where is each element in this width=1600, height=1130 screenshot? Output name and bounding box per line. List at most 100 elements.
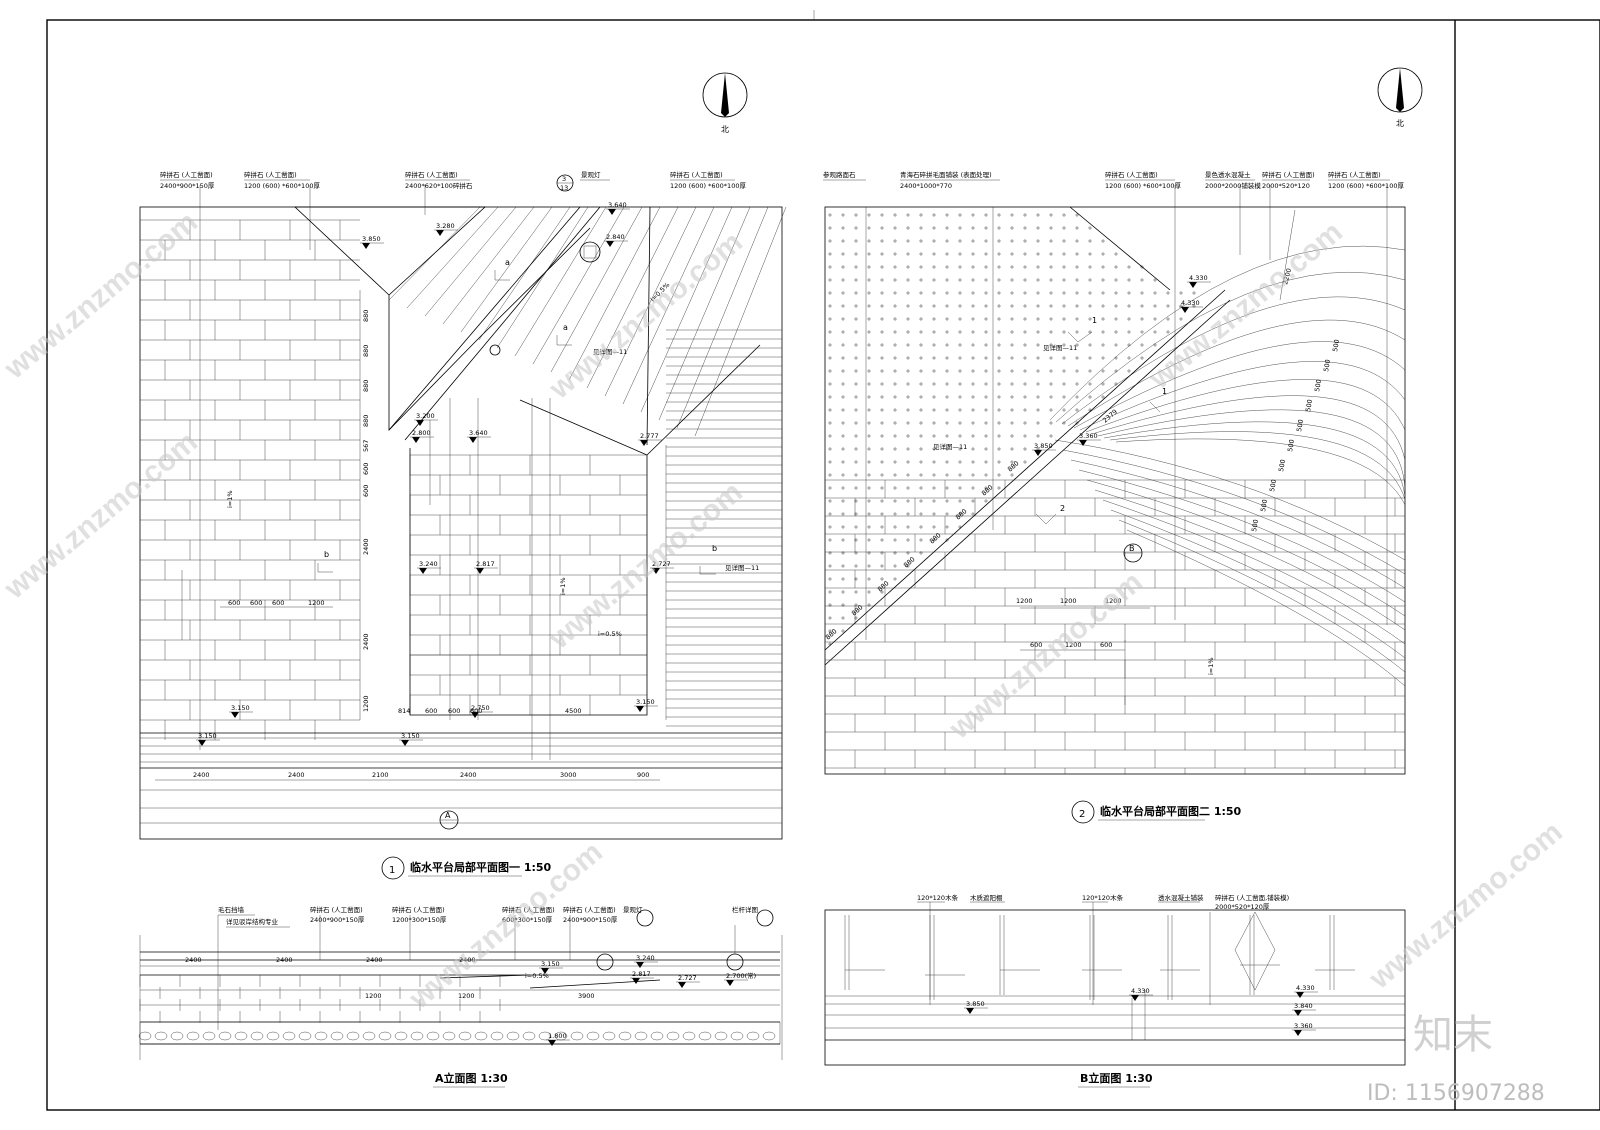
callout-p1-1-size: 2400*900*150厚 <box>160 182 215 190</box>
elevation-marker-icon <box>966 1008 974 1014</box>
elevation-ea-1: 3.150 <box>541 960 560 968</box>
slope-p2: i=1% <box>1207 657 1215 675</box>
elevation-marker-icon <box>416 420 424 426</box>
callout-ea-7: 栏杆详图 <box>732 905 758 914</box>
elevation-marker-icon <box>608 209 616 215</box>
dim-p1-b5: 3000 <box>560 771 577 779</box>
elevation-b <box>824 909 1406 1066</box>
elevation-p2-4: 3.360 <box>1079 432 1098 440</box>
section-marker-a-label: A <box>445 811 451 820</box>
dim-p2-2379: 2379 <box>1101 408 1119 425</box>
elevation-p1-13: 3.150 <box>198 732 217 740</box>
dim-p2-g4: 600 <box>1030 641 1042 649</box>
plan-1-title: 1 临水平台局部平面图一 1:50 <box>381 856 552 880</box>
callout-ea-3: 碎拼石 (人工凿面) <box>392 905 445 914</box>
slope-p1-2: i=1% <box>559 577 567 595</box>
dim-p2-diag-4: 880 <box>902 555 917 569</box>
detail-note-2: 见详图—11 <box>725 563 759 572</box>
plan-2 <box>824 185 1406 775</box>
elevation-b-title-text: B立面图 1:30 <box>1080 1071 1153 1085</box>
elevation-a-title: A立面图 1:30 <box>433 1071 508 1088</box>
elevation-p1-6: 2.800 <box>412 429 431 437</box>
dim-p1-b1: 2400 <box>193 771 210 779</box>
dim-p1-v6: 600 <box>362 463 370 475</box>
dim-p1-v7: 600 <box>362 485 370 497</box>
plan-2-labels: 1 1 2 见详图—11 见详图—11 <box>933 316 1167 525</box>
callout-ea-5: 碎拼石 (人工凿面) <box>563 905 616 914</box>
elevation-marker-icon <box>476 568 484 574</box>
elevation-a <box>138 915 783 1060</box>
elevation-marker-icon <box>401 740 409 746</box>
elevation-b-callouts: 120*120木条 木质遮阳棚 120*120木条 透水混凝土铺装 碎拼石 (人… <box>917 893 1289 1005</box>
callout-p2-3-size: 1200 (600) *600*100厚 <box>1105 182 1181 190</box>
callout-p2-2: 青海石碎拼毛面铺装 (表面处理) <box>900 170 992 179</box>
callout-p1-3-size: 2400*620*100碎拼石 <box>405 181 473 190</box>
north-arrow-plan-1: 北 <box>702 72 748 134</box>
elevation-p1-3: 3.640 <box>608 201 627 209</box>
elevation-marker-icon <box>471 712 479 718</box>
elevation-marker-icon <box>606 241 614 247</box>
elevation-p1-9: 2.817 <box>476 560 495 568</box>
dim-p2-step-5: 500 <box>1295 419 1305 433</box>
callout-ea-5-size: 2400*900*150厚 <box>563 916 618 924</box>
elevation-p1-16: 2.750 <box>471 704 490 712</box>
elevation-p1-12: 3.150 <box>636 698 655 706</box>
elevation-p2-2: 4.330 <box>1181 299 1200 307</box>
elevation-a-callouts: 毛石挡墙 详见驳岸结构专业 碎拼石 (人工凿面) 2400*900*150厚 碎… <box>218 905 774 928</box>
dim-p2-step-4: 500 <box>1304 399 1314 413</box>
dim-p1-v3: 880 <box>362 380 370 392</box>
callout-p1-1: 碎拼石 (人工凿面) <box>160 170 213 179</box>
dim-p1-l4: 600 <box>470 707 482 715</box>
callout-p2-4-size: 2000*2000铺装模 <box>1205 181 1261 190</box>
watermark-2: www.znzmo.com <box>0 425 204 606</box>
callout-eb-5: 碎拼石 (人工凿面,铺装模) <box>1215 893 1289 902</box>
elevation-eb-2: 4.330 <box>1296 984 1315 992</box>
elevation-p1-10: 2.777 <box>640 432 659 440</box>
dim-p2-step-1: 500 <box>1331 339 1341 353</box>
watermark-1: www.znzmo.com <box>0 205 204 386</box>
elevation-ea-2: 3.240 <box>636 954 655 962</box>
dim-p1-v2: 880 <box>362 345 370 357</box>
dim-p1-g4: 1200 <box>308 599 325 607</box>
label-1-mid: 1 <box>1162 387 1167 396</box>
elevation-p1-2: 3.280 <box>436 222 455 230</box>
dim-p1-l1: 814 <box>398 707 410 715</box>
detail-note-p2-2: 见详图—11 <box>933 442 967 451</box>
slope-p1-3: i=0.5% <box>598 630 622 638</box>
dim-ea-3: 2400 <box>366 956 383 964</box>
elevation-marker-icon <box>726 980 734 986</box>
slope-ea: i=0.5% <box>525 972 549 980</box>
elevation-marker-icon <box>1131 995 1139 1001</box>
callout-eb-3: 120*120木条 <box>1082 893 1124 902</box>
elevation-ea-4: 2.727 <box>678 974 697 982</box>
detail-note-1: 见详图—11 <box>593 347 627 356</box>
dim-p2-step-6: 500 <box>1286 439 1296 453</box>
dim-p1-l3: 600 <box>448 707 460 715</box>
callout-p1-4: 景观灯 <box>581 170 601 179</box>
label-a-top: a <box>505 258 510 267</box>
dim-p2-diag-2: 880 <box>850 603 865 617</box>
elevation-marker-icon <box>231 712 239 718</box>
dim-ea-1: 2400 <box>185 956 202 964</box>
elevation-marker-icon <box>1034 450 1042 456</box>
plan-2-callouts: 参观路面石 青海石碎拼毛面铺装 (表面处理) 2400*1000*770 碎拼石… <box>823 170 1404 190</box>
label-b-right: b <box>712 544 717 553</box>
elevation-p1-15: 3.150 <box>401 732 420 740</box>
dim-p1-v10: 1200 <box>362 695 370 712</box>
elevation-eb-1: 4.330 <box>1131 987 1150 995</box>
callout-eb-5-size: 2000*520*120厚 <box>1215 903 1270 911</box>
watermark-4: www.znzmo.com <box>543 475 749 656</box>
elevation-marker-icon <box>436 230 444 236</box>
dim-p1-v1: 880 <box>362 310 370 322</box>
elevation-marker-icon <box>548 1040 556 1046</box>
dim-p2-g1: 1200 <box>1016 597 1033 605</box>
dim-ea-7: 3900 <box>578 992 595 1000</box>
elevation-marker-icon <box>652 568 660 574</box>
elevation-marker-icon <box>1189 282 1197 288</box>
elevation-p1-7: 3.640 <box>469 429 488 437</box>
callout-ea-2: 碎拼石 (人工凿面) <box>310 905 363 914</box>
callout-p2-5: 碎拼石 (人工凿面) <box>1262 170 1315 179</box>
elevation-marker-icon <box>1294 1010 1302 1016</box>
elevation-marker-icon <box>419 568 427 574</box>
